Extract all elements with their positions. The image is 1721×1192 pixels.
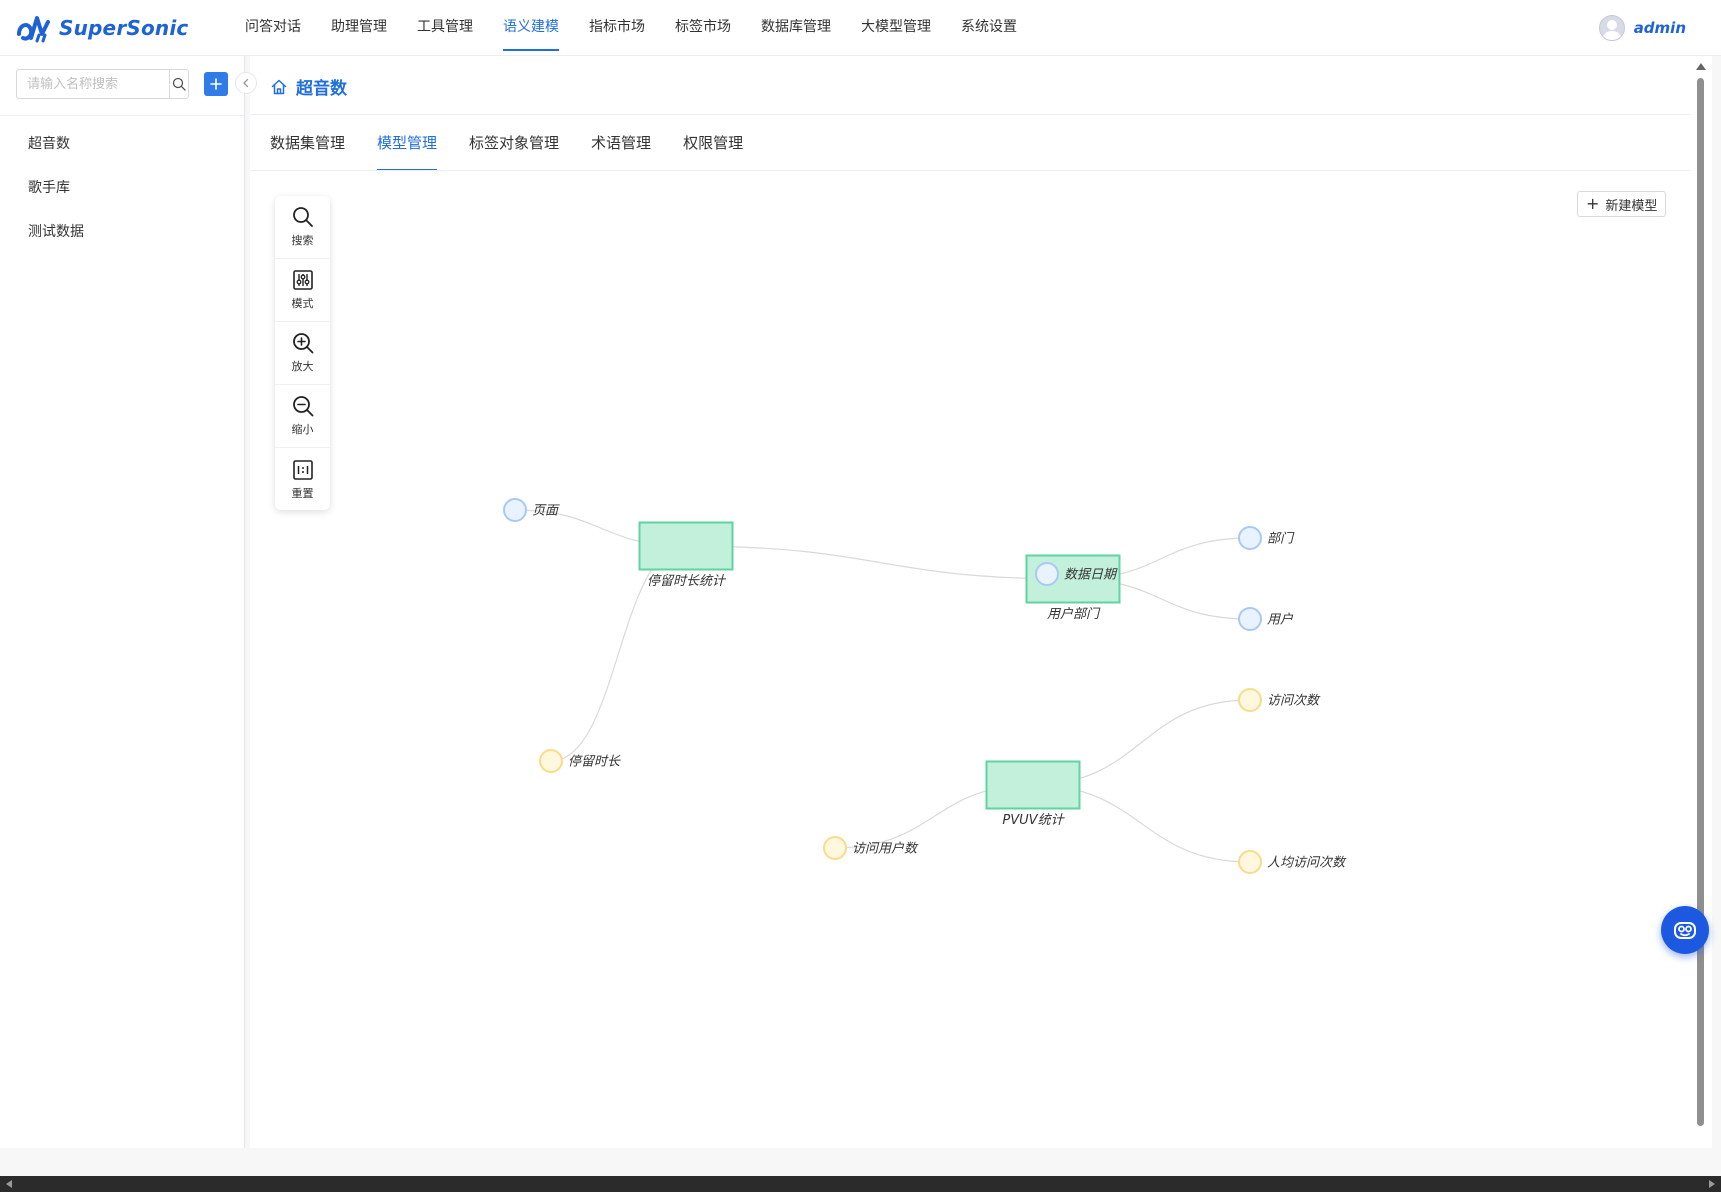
top-navbar: SuperSonic 问答对话 助理管理 工具管理 语义建模 指标市场 标签市场…: [0, 0, 1721, 56]
search-icon: [292, 207, 313, 227]
new-model-button[interactable]: + 新建模型: [1577, 191, 1667, 217]
app-logo[interactable]: SuperSonic: [15, 8, 188, 48]
toolbar-zoom-in-label: 放大: [291, 360, 314, 373]
metric-node-label: 访问用户数: [852, 842, 919, 857]
dimension-node-label: 部门: [1267, 532, 1295, 547]
horizontal-scrollbar[interactable]: [0, 1176, 1721, 1192]
toolbar-reset-label: 重置: [291, 486, 314, 500]
dimension-node[interactable]: 用户: [1238, 607, 1294, 631]
main-panel: 超音数 数据集管理 模型管理 标签对象管理 术语管理 权限管理 停留时长统计用户…: [250, 56, 1691, 1148]
nav-item-metric-market[interactable]: 指标市场: [589, 19, 645, 35]
scroll-left-icon[interactable]: [6, 1180, 12, 1188]
breadcrumb: 超音数: [270, 74, 347, 99]
nav-item-tools[interactable]: 工具管理: [417, 19, 473, 35]
sidebar: 超音数 歌手库 测试数据: [0, 56, 257, 1148]
sidebar-item-supersonic[interactable]: 超音数: [28, 136, 70, 152]
domain-list: 超音数 歌手库 测试数据: [0, 122, 244, 254]
graph-edge: [685, 545, 1074, 580]
metric-node[interactable]: 停留时长: [539, 749, 621, 773]
add-domain-button[interactable]: [204, 72, 228, 96]
search-button[interactable]: [169, 70, 188, 98]
breadcrumb-divider: [250, 114, 1691, 115]
nav-item-tag-market[interactable]: 标签市场: [675, 19, 731, 35]
graph-toolbar: 搜索 模式 放大: [275, 196, 330, 510]
nav-item-settings[interactable]: 系统设置: [961, 19, 1017, 35]
dimension-node-label: 用户: [1267, 613, 1294, 628]
toolbar-reset-button[interactable]: 重置: [275, 448, 330, 511]
toolbar-search-label: 搜索: [291, 234, 314, 247]
search-input[interactable]: [17, 70, 169, 98]
vertical-scrollbar[interactable]: [1691, 56, 1712, 1148]
collapse-sidebar-button[interactable]: [235, 72, 257, 94]
nav-item-semantic-modeling[interactable]: 语义建模: [503, 0, 559, 55]
scroll-right-icon[interactable]: [1709, 1180, 1715, 1188]
dimension-node-label: 数据日期: [1064, 568, 1118, 583]
chat-assistant-button[interactable]: [1661, 906, 1709, 954]
plus-icon: [210, 78, 222, 90]
user-menu[interactable]: admin: [1598, 0, 1686, 55]
nav-item-chat[interactable]: 问答对话: [245, 19, 301, 35]
sidebar-item-singer-library[interactable]: 歌手库: [28, 180, 70, 196]
username: admin: [1633, 18, 1686, 37]
toolbar-zoom-out-label: 缩小: [291, 423, 314, 436]
toolbar-mode-button[interactable]: 模式: [275, 259, 330, 322]
tab-term-management[interactable]: 术语管理: [591, 134, 652, 152]
sliders-icon: [292, 270, 313, 290]
model-node-label: 停留时长统计: [647, 574, 727, 589]
zoom-out-icon: [292, 396, 313, 417]
model-node-label: PVUV统计: [1002, 813, 1065, 828]
toolbar-search-button[interactable]: 搜索: [275, 196, 330, 259]
sidebar-item-test-data[interactable]: 测试数据: [28, 224, 84, 240]
robot-icon: [1674, 922, 1696, 939]
zoom-in-icon: [292, 333, 313, 354]
metric-node[interactable]: 访问次数: [1238, 688, 1321, 712]
metric-node-label: 人均访问次数: [1267, 856, 1347, 871]
app-name: SuperSonic: [59, 16, 189, 40]
graph-edges: [514, 509, 1251, 863]
tab-bar: 数据集管理 模型管理 标签对象管理 术语管理 权限管理: [270, 116, 775, 171]
new-model-label: 新建模型: [1605, 198, 1658, 214]
dimension-node[interactable]: 页面: [503, 498, 560, 522]
metric-node-label: 停留时长: [568, 755, 621, 770]
dimension-node[interactable]: 数据日期: [1035, 562, 1118, 586]
tabs-divider: [250, 170, 1691, 171]
toolbar-mode-label: 模式: [291, 297, 314, 310]
sidebar-divider: [0, 115, 244, 116]
dimension-node-label: 页面: [532, 504, 560, 519]
main-nav: 问答对话 助理管理 工具管理 语义建模 指标市场 标签市场 数据库管理 大模型管…: [230, 0, 1032, 55]
page-title[interactable]: 超音数: [296, 79, 347, 99]
dimension-node[interactable]: 部门: [1238, 526, 1295, 550]
scroll-up-icon[interactable]: [1696, 63, 1706, 70]
toolbar-zoom-in-button[interactable]: 放大: [275, 322, 330, 385]
nav-item-assistant[interactable]: 助理管理: [331, 19, 387, 35]
model-node[interactable]: PVUV统计: [985, 760, 1081, 829]
nav-item-llm[interactable]: 大模型管理: [861, 19, 931, 35]
plus-icon: +: [1586, 194, 1600, 213]
search-icon: [172, 77, 186, 91]
actual-size-icon: [292, 459, 313, 480]
model-node[interactable]: 停留时长统计: [638, 521, 734, 590]
tab-tag-object-management[interactable]: 标签对象管理: [469, 134, 560, 152]
model-node-label: 用户部门: [1047, 607, 1101, 622]
home-icon[interactable]: [270, 78, 288, 96]
nav-item-database[interactable]: 数据库管理: [761, 19, 831, 35]
supersonic-logo-icon: [17, 16, 50, 43]
avatar: [1598, 14, 1625, 41]
scrollbar-thumb[interactable]: [1697, 78, 1704, 1126]
metric-node[interactable]: 人均访问次数: [1238, 850, 1347, 874]
metric-node[interactable]: 访问用户数: [823, 836, 919, 860]
metric-node-label: 访问次数: [1267, 694, 1321, 709]
chevron-left-icon: [243, 78, 249, 88]
tab-permission-management[interactable]: 权限管理: [683, 134, 744, 152]
toolbar-zoom-out-button[interactable]: 缩小: [275, 385, 330, 448]
tab-dataset-management[interactable]: 数据集管理: [270, 134, 346, 152]
sidebar-search: [16, 69, 189, 99]
